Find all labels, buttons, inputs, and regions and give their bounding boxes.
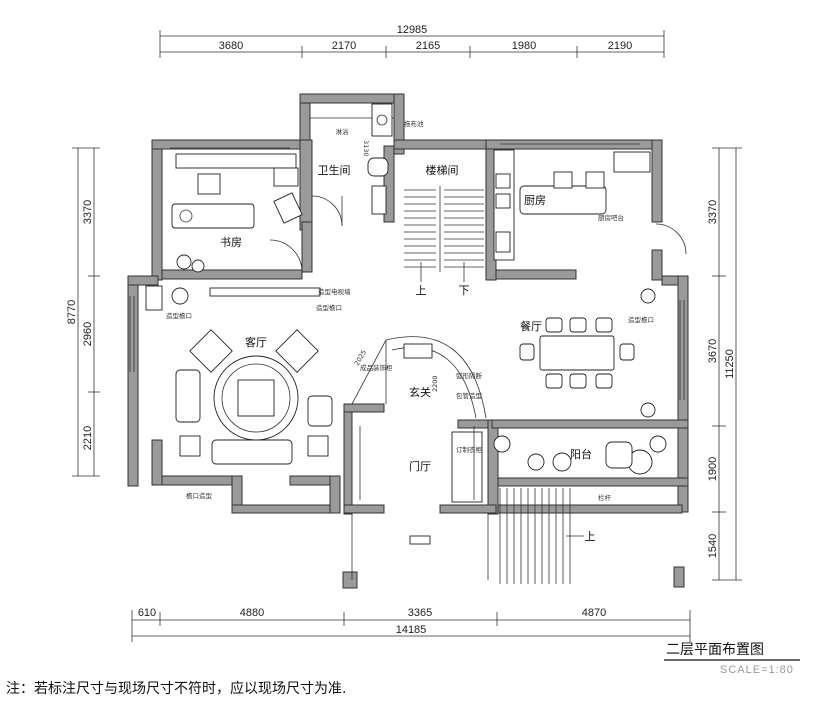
tag-niche-3: 造型檐口 (316, 303, 342, 312)
room-dining: 餐厅 (520, 319, 542, 333)
room-balcony: 阳台 (570, 447, 592, 461)
right-dimension-chain: 3370 3670 1900 1540 11250 (707, 147, 742, 581)
top-dimension-chain: 12985 3680 2170 2165 1980 2190 (159, 24, 665, 58)
bottom-dim-4: 4870 (582, 607, 606, 619)
top-dim-2: 2170 (332, 40, 356, 52)
room-foyer: 玄关 (409, 385, 431, 399)
room-hall: 门厅 (409, 459, 431, 473)
outside-steps (499, 488, 571, 584)
bottom-dim-2: 4880 (240, 607, 264, 619)
dim-foyer-b: 2200 (431, 375, 439, 392)
walls (127, 93, 689, 589)
kitchen-fixtures (493, 149, 687, 261)
left-dimension-chain: 8770 3370 2960 2210 (66, 147, 100, 477)
outside-stair-up-label: 上 (585, 530, 596, 543)
room-living: 客厅 (245, 335, 267, 349)
living-furniture (145, 285, 333, 465)
bottom-dim-1: 610 (138, 607, 156, 619)
dim-bath-width: 3130 (362, 140, 370, 157)
bottom-dimension-chain: 610 4880 3365 4870 14185 (131, 607, 691, 642)
tag-niche-1: 造型檐口 (166, 311, 192, 320)
stair-up-label: 上 (416, 284, 427, 297)
top-dim-5: 2190 (608, 40, 632, 52)
drawing-scale: SCALE=1:80 (720, 664, 794, 676)
tag-counter: 厨房吧台 (598, 213, 624, 222)
tag-stone: 檐口造型 (186, 491, 213, 500)
tag-shower: 淋浴 (336, 127, 350, 136)
top-total-dim: 12985 (397, 24, 428, 36)
drawing-title: 二层平面布置图 (666, 642, 764, 658)
left-total-dim: 8770 (66, 300, 78, 324)
room-bathroom: 卫生间 (318, 163, 351, 177)
bottom-dim-3: 3365 (408, 607, 432, 619)
left-dim-2: 2960 (82, 322, 94, 346)
tag-tv-wall: 造型电视墙 (318, 287, 351, 296)
tag-laundry: 拖布池 (404, 119, 424, 128)
top-dim-4: 1980 (512, 40, 536, 52)
bottom-total-dim: 14185 (396, 624, 427, 636)
right-dim-4: 1540 (707, 534, 719, 558)
right-dim-2: 3670 (707, 339, 719, 363)
study-furniture (171, 153, 303, 273)
top-dim-1: 3680 (219, 40, 243, 52)
right-total-dim: 11250 (724, 349, 736, 379)
tag-screen: 成品装饰柜 (360, 363, 393, 372)
balcony-furniture (493, 435, 667, 475)
tag-cabinet: 订制衣柜 (456, 445, 483, 454)
left-dim-3: 2210 (82, 426, 94, 450)
top-dim-3: 2165 (416, 40, 440, 52)
hall-fixtures (351, 426, 489, 580)
tag-arch: 包管造型 (456, 391, 483, 400)
right-dim-3: 1900 (707, 457, 719, 481)
stair-steps (404, 186, 484, 272)
dining-furniture (519, 288, 656, 418)
left-dim-1: 3370 (82, 200, 94, 224)
tag-niche-2: 造型檐口 (628, 315, 654, 324)
windows (129, 143, 685, 400)
room-study: 书房 (220, 236, 242, 249)
tag-rail: 栏杆 (598, 493, 612, 502)
foyer-partition (351, 336, 487, 419)
drawing-note: 注：若标注尺寸与现场尺寸不符时，应以现场尺寸为准. (6, 680, 346, 697)
tag-partition: 弧形隔断 (456, 371, 483, 380)
right-dim-1: 3370 (707, 200, 719, 224)
room-kitchen: 厨房 (524, 194, 546, 207)
room-stair: 楼梯间 (426, 163, 459, 177)
stair-down-label: 下 (459, 284, 470, 297)
bathroom-fixtures (310, 103, 394, 227)
